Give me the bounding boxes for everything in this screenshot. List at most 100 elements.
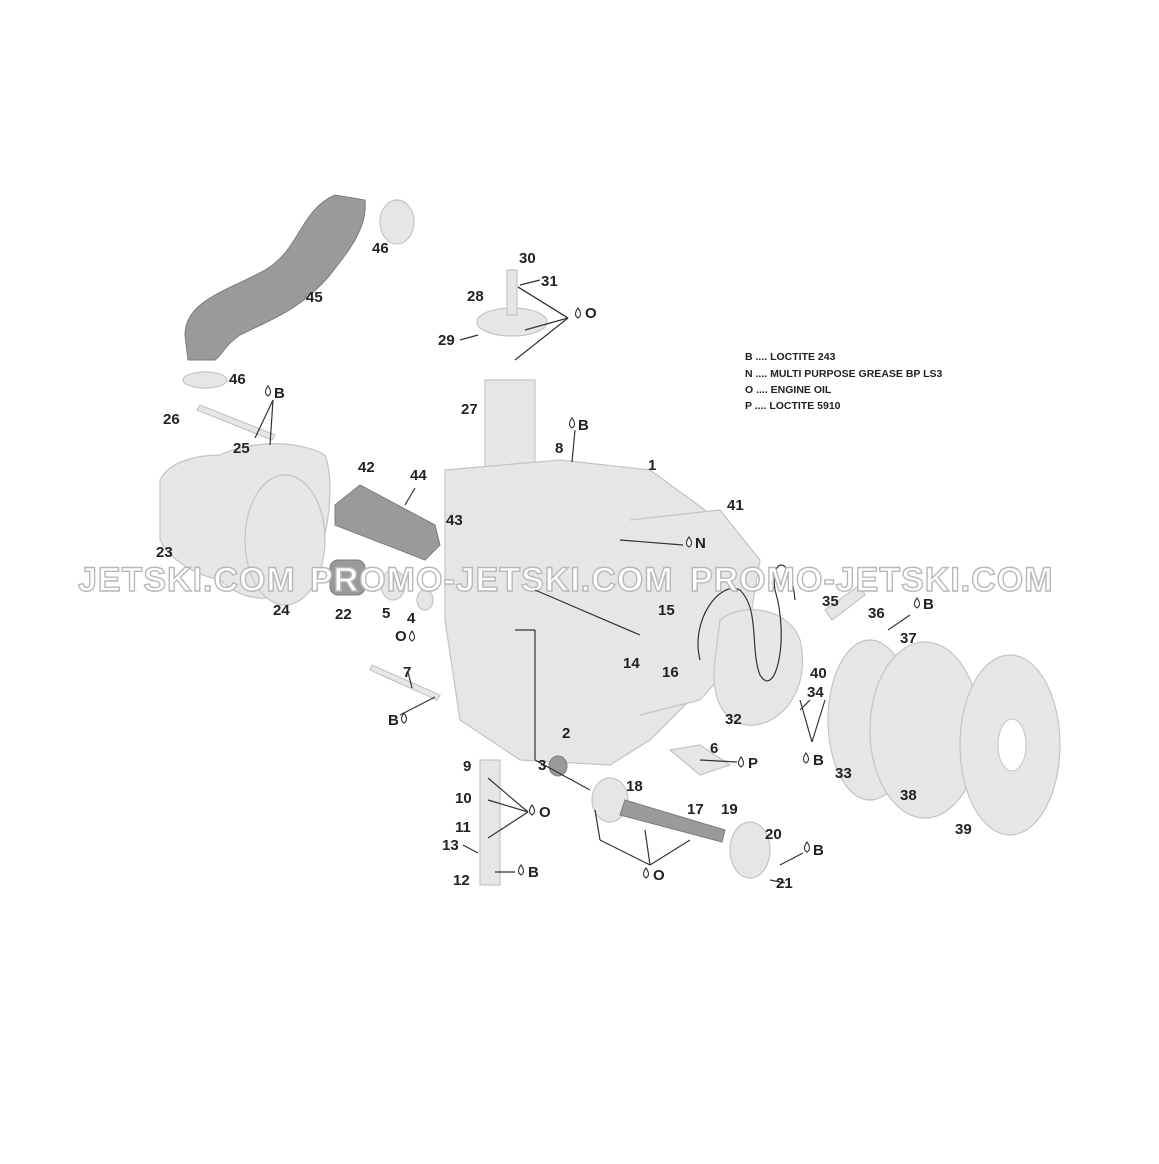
part-wire <box>697 564 796 682</box>
legend-n: N .... MULTI PURPOSE GREASE BP LS3 <box>745 368 943 380</box>
drop-icon <box>528 804 536 816</box>
legend-o: O .... ENGINE OIL <box>745 384 832 396</box>
callout-19: 19 <box>721 801 738 818</box>
drop-icon <box>264 385 272 397</box>
mark-N: N <box>695 535 706 552</box>
drop-icon <box>802 752 810 764</box>
mark-P: P <box>748 755 758 772</box>
material-labels: O B B O N B B P O B B O B <box>274 305 934 884</box>
callout-21: 21 <box>776 875 793 892</box>
part-9-12-shaft <box>479 759 501 886</box>
callout-9: 9 <box>463 758 471 775</box>
mark-B: B <box>813 842 824 859</box>
part-20-cover <box>729 821 771 879</box>
callout-10: 10 <box>455 790 472 807</box>
part-17-gear <box>619 799 726 843</box>
callout-32: 32 <box>725 711 742 728</box>
mark-B: B <box>813 752 824 769</box>
mark-O: O <box>395 628 407 645</box>
callout-46-top: 46 <box>372 240 389 257</box>
callout-36: 36 <box>868 605 885 622</box>
legend-b: B .... LOCTITE 243 <box>745 351 836 363</box>
legend-p: P .... LOCTITE 5910 <box>745 400 841 412</box>
mark-O: O <box>585 305 597 322</box>
callout-17: 17 <box>687 801 704 818</box>
mark-B: B <box>388 712 399 729</box>
part-42-44-tube <box>334 484 441 561</box>
part-26-bolt <box>196 404 276 441</box>
callout-31: 31 <box>541 273 558 290</box>
drop-icon <box>685 536 693 548</box>
callout-29: 29 <box>438 332 455 349</box>
callout-4: 4 <box>407 610 416 627</box>
drop-icon <box>803 841 811 853</box>
callout-14: 14 <box>623 655 640 672</box>
callout-13: 13 <box>442 837 459 854</box>
callout-12: 12 <box>453 872 470 889</box>
drop-icon <box>642 867 650 879</box>
callout-1: 1 <box>648 457 656 474</box>
callout-30: 30 <box>519 250 536 267</box>
drop-icon <box>400 712 408 724</box>
callout-45: 45 <box>306 289 323 306</box>
part-45-hose <box>184 194 366 361</box>
callout-23: 23 <box>156 544 173 561</box>
callout-43: 43 <box>446 512 463 529</box>
callout-11: 11 <box>455 819 471 836</box>
callout-7: 7 <box>403 664 411 681</box>
mark-B: B <box>528 864 539 881</box>
part-30-bolt <box>506 269 518 316</box>
material-legend: B .... LOCTITE 243 N .... MULTI PURPOSE … <box>745 351 943 412</box>
drop-icon <box>574 307 582 319</box>
part-7-bolt <box>369 664 441 701</box>
callout-39: 39 <box>955 821 972 838</box>
part-22-spacer <box>329 559 366 596</box>
mark-O: O <box>653 867 665 884</box>
callout-35: 35 <box>822 593 839 610</box>
callout-42: 42 <box>358 459 375 476</box>
part-3-plug <box>548 755 568 777</box>
callout-41: 41 <box>727 497 744 514</box>
callout-22: 22 <box>335 606 352 623</box>
watermark-3: PROMO-JETSKI.COM <box>690 561 1054 599</box>
callout-8: 8 <box>555 440 563 457</box>
drop-icon <box>737 756 745 768</box>
callout-24: 24 <box>273 602 290 619</box>
callout-15: 15 <box>658 602 675 619</box>
callout-2: 2 <box>562 725 570 742</box>
callouts: 1 2 3 4 5 6 7 8 9 10 11 12 13 14 15 16 1… <box>156 240 972 892</box>
callout-6: 6 <box>710 740 718 757</box>
mark-O: O <box>539 804 551 821</box>
callout-25: 25 <box>233 440 250 457</box>
callout-38: 38 <box>900 787 917 804</box>
drop-icon <box>568 417 576 429</box>
part-4-nut <box>416 589 434 611</box>
callout-37: 37 <box>900 630 917 647</box>
callout-46: 46 <box>229 371 246 388</box>
callout-33: 33 <box>835 765 852 782</box>
callout-44: 44 <box>410 467 427 484</box>
part-39-hub <box>997 718 1027 772</box>
part-35-sensor <box>824 584 866 621</box>
drop-icon <box>913 597 921 609</box>
callout-3: 3 <box>538 757 546 774</box>
callout-18: 18 <box>626 778 643 795</box>
callout-16: 16 <box>662 664 679 681</box>
mark-B: B <box>923 596 934 613</box>
callout-28: 28 <box>467 288 484 305</box>
part-5-washer <box>380 569 406 601</box>
watermark-2: PROMO-JETSKI.COM <box>310 561 674 599</box>
mark-B: B <box>578 417 589 434</box>
leader-lines <box>254 279 911 884</box>
part-46-clamp-top <box>379 199 415 245</box>
material-drops <box>264 307 921 879</box>
part-18-seal <box>591 777 629 823</box>
callout-40: 40 <box>810 665 827 682</box>
drop-icon <box>408 630 416 642</box>
callout-27: 27 <box>461 401 478 418</box>
callout-5: 5 <box>382 605 390 622</box>
part-46-clamp <box>182 371 228 389</box>
callout-34: 34 <box>807 684 824 701</box>
